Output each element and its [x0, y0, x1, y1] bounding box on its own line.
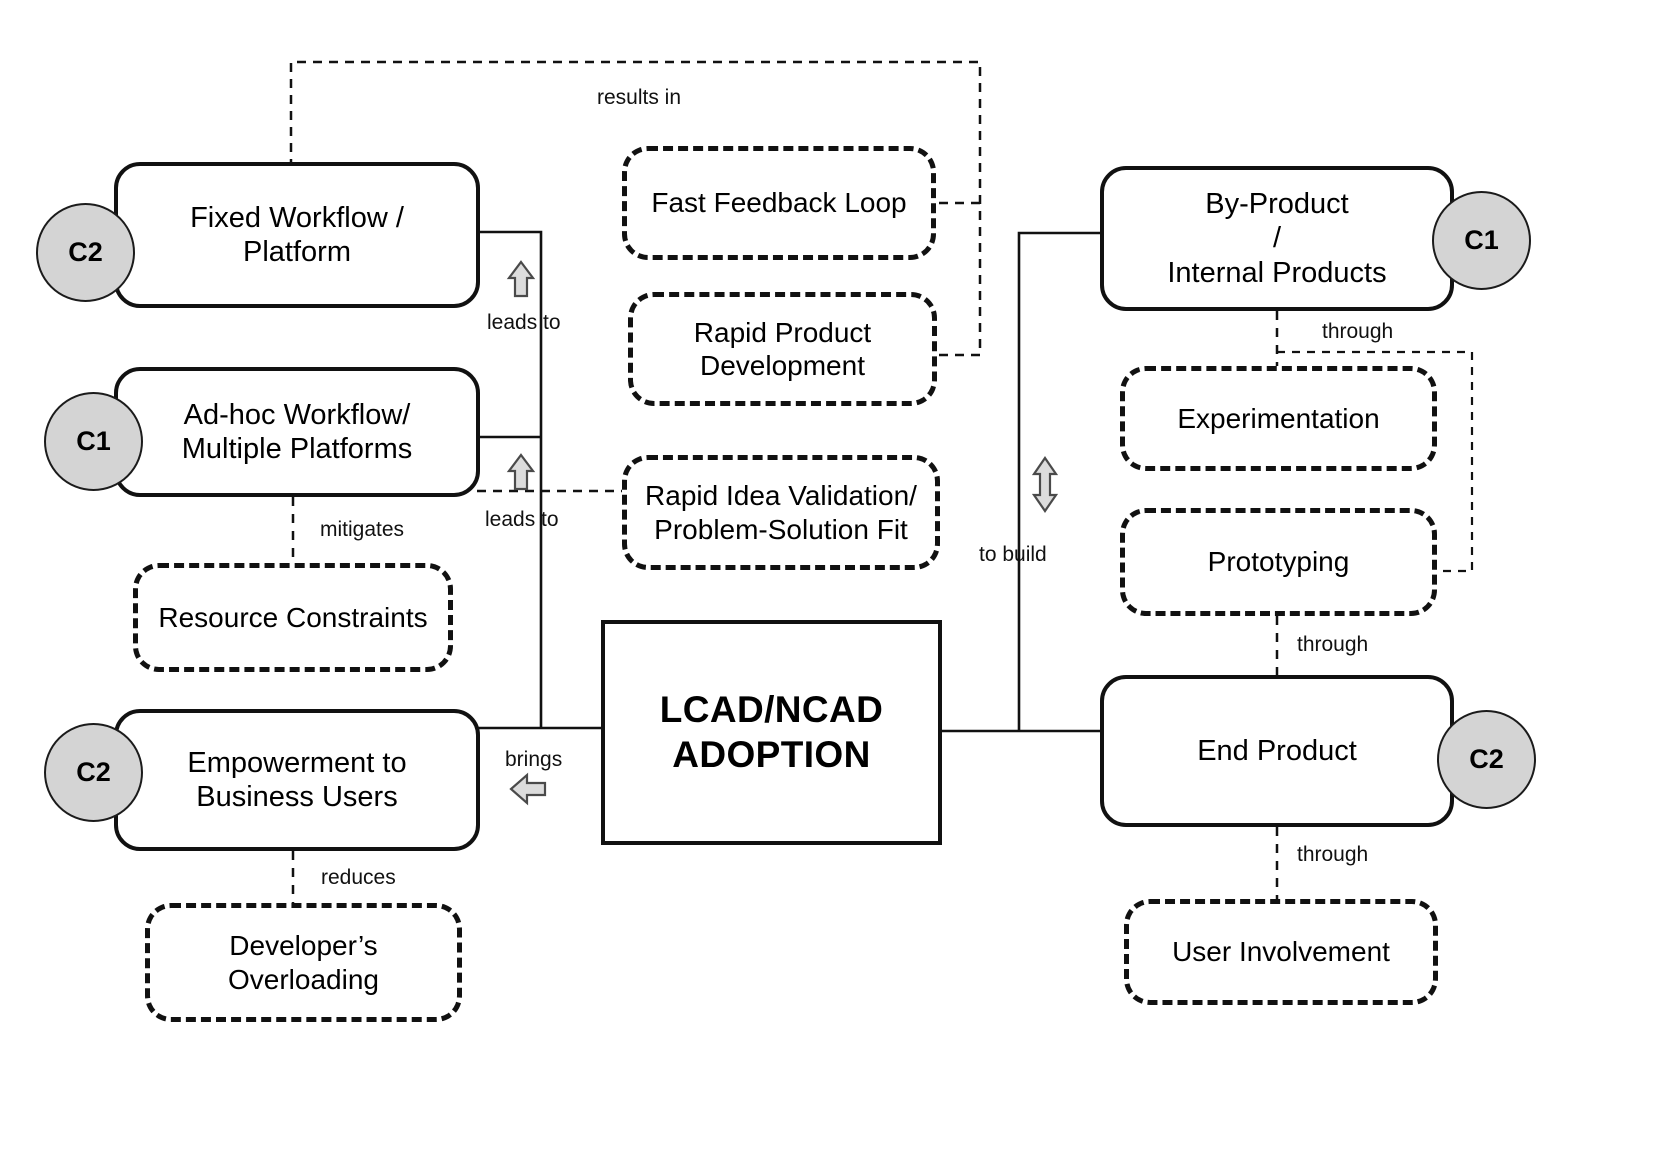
edge-label-leads-to-top: leads to: [487, 311, 561, 334]
node-empowerment-line1: Empowerment to: [187, 746, 407, 779]
node-rapid-product-development-line1: Rapid Product: [693, 316, 872, 348]
badge-label: C1: [1464, 225, 1499, 255]
node-developers-overloading-line1: Developer’s: [229, 930, 378, 962]
node-lcad-ncad-adoption[interactable]: LCAD/NCAD ADOPTION: [601, 620, 942, 845]
badge-c2-empowerment: C2: [44, 723, 143, 822]
edge-label-through-2: through: [1297, 633, 1369, 656]
arrow-up-icon-1: [506, 260, 536, 298]
node-developers-overloading-line2: Overloading: [228, 963, 379, 995]
node-user-involvement-line1: User Involvement: [1172, 936, 1390, 968]
center-title-line1: LCAD/NCAD: [659, 689, 884, 731]
node-adhoc-workflow[interactable]: Ad-hoc Workflow/ Multiple Platforms: [114, 367, 480, 497]
node-experimentation[interactable]: Experimentation: [1120, 366, 1437, 471]
badge-c1-adhoc-workflow: C1: [44, 392, 143, 491]
edge-label-leads-to-mid: leads to: [485, 508, 559, 531]
badge-c2-end-product: C2: [1437, 710, 1536, 809]
node-fixed-workflow-line1: Fixed Workflow /: [190, 201, 404, 234]
edge-to-build-trunk: [1017, 231, 1101, 731]
node-user-involvement[interactable]: User Involvement: [1124, 899, 1438, 1005]
node-end-product-line1: End Product: [1197, 734, 1357, 767]
node-end-product[interactable]: End Product: [1100, 675, 1454, 827]
node-by-product-line2: /: [1272, 222, 1282, 255]
badge-c1-by-product: C1: [1432, 191, 1531, 290]
node-empowerment-line2: Business Users: [196, 781, 398, 813]
node-rapid-idea-validation-line2: Problem-Solution Fit: [654, 513, 908, 545]
badge-c2-fixed-workflow: C2: [36, 203, 135, 302]
node-rapid-product-development[interactable]: Rapid Product Development: [628, 292, 937, 406]
node-rapid-idea-validation-line1: Rapid Idea Validation/: [645, 480, 917, 512]
badge-label: C2: [76, 757, 111, 787]
edge-label-to-build: to build: [979, 543, 1047, 566]
node-fast-feedback-loop[interactable]: Fast Feedback Loop: [622, 146, 936, 260]
node-by-product[interactable]: By-Product / Internal Products: [1100, 166, 1454, 311]
edge-label-through-3: through: [1297, 843, 1369, 866]
node-resource-constraints-line1: Resource Constraints: [158, 601, 428, 633]
node-adhoc-workflow-line2: Multiple Platforms: [181, 433, 413, 465]
node-empowerment[interactable]: Empowerment to Business Users: [114, 709, 480, 851]
edge-label-brings: brings: [505, 748, 563, 771]
badge-label: C2: [1469, 744, 1504, 774]
node-developers-overloading[interactable]: Developer’s Overloading: [145, 903, 462, 1022]
badge-label: C1: [76, 426, 111, 456]
node-prototyping-line1: Prototyping: [1207, 546, 1350, 578]
edge-fixed-workflow-trunk: [477, 230, 543, 728]
arrow-updown-icon-to-build: [1031, 456, 1059, 513]
node-prototyping[interactable]: Prototyping: [1120, 508, 1437, 616]
node-rapid-idea-validation[interactable]: Rapid Idea Validation/ Problem-Solution …: [622, 455, 940, 570]
badge-label: C2: [68, 237, 103, 267]
node-by-product-line3: Internal Products: [1167, 256, 1387, 289]
node-by-product-line1: By-Product: [1205, 188, 1349, 221]
node-rapid-product-development-line2: Development: [700, 350, 865, 381]
edge-label-through-1: through: [1322, 320, 1394, 343]
arrow-up-icon-2: [506, 453, 536, 491]
node-adhoc-workflow-line1: Ad-hoc Workflow/: [183, 398, 411, 431]
node-experimentation-line1: Experimentation: [1177, 402, 1380, 434]
edge-label-results-in: results in: [597, 86, 682, 109]
node-fixed-workflow-line2: Platform: [243, 236, 351, 268]
node-fast-feedback-loop-line1: Fast Feedback Loop: [651, 187, 907, 219]
arrow-left-icon-brings: [509, 772, 547, 806]
node-resource-constraints[interactable]: Resource Constraints: [133, 563, 453, 672]
center-title-line2: ADOPTION: [672, 733, 871, 775]
node-fixed-workflow[interactable]: Fixed Workflow / Platform: [114, 162, 480, 308]
edge-label-mitigates: mitigates: [320, 518, 405, 541]
edge-label-reduces: reduces: [321, 866, 396, 889]
